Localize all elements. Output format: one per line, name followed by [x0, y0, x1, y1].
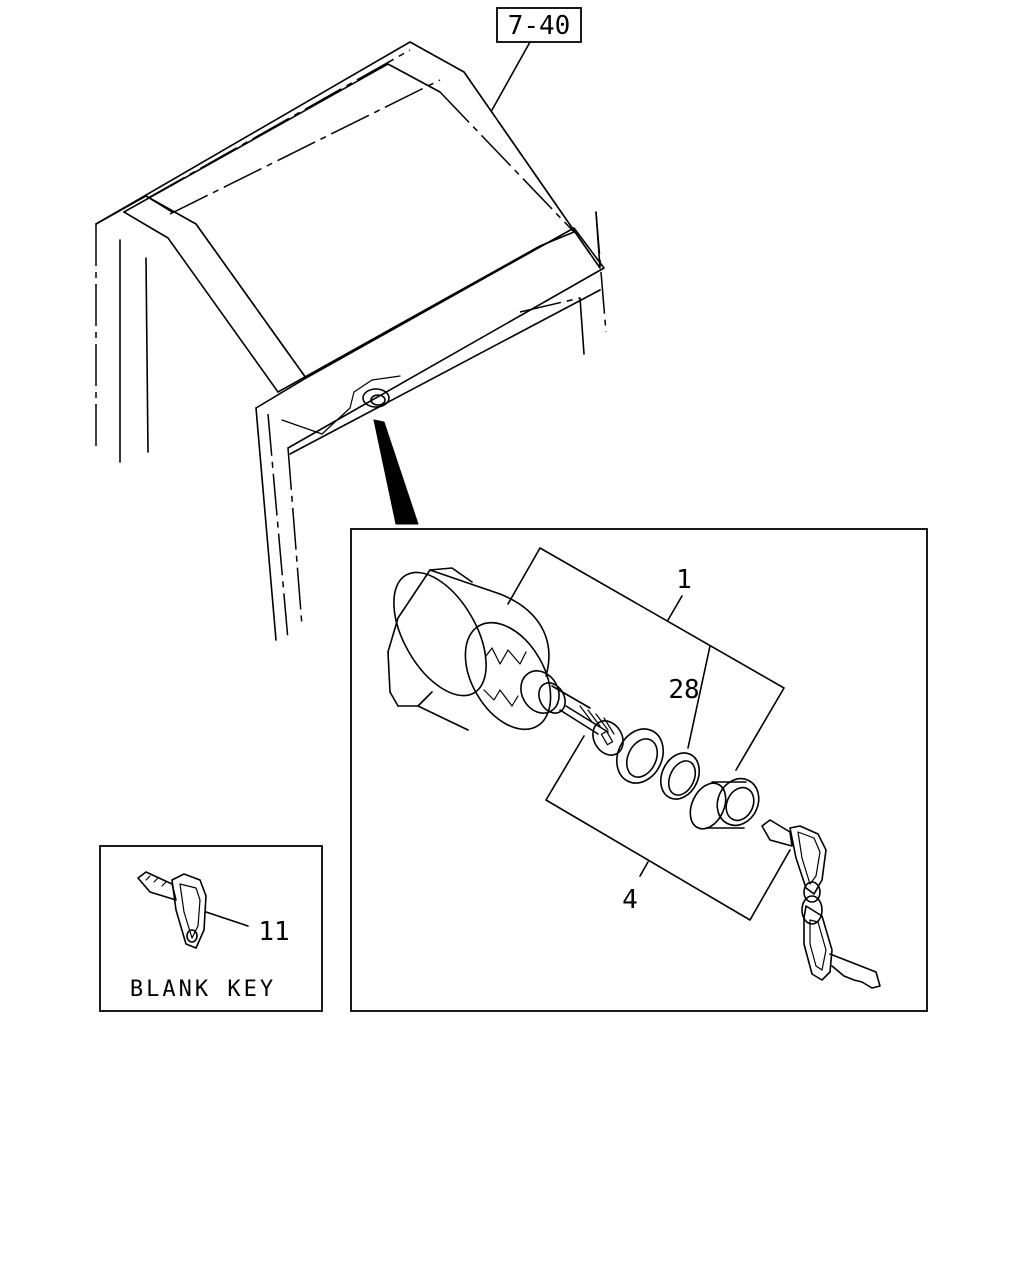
callout-part-1: 1 — [676, 565, 692, 595]
blank-key-inset: 11 BLANK KEY — [99, 845, 323, 1012]
callout-part-4: 4 — [622, 885, 638, 915]
reference-tag-text: 7-40 — [508, 11, 571, 41]
reference-tag: 7-40 — [491, 7, 582, 111]
callout-part-28: 28 — [668, 675, 699, 705]
inset-caption: BLANK KEY — [130, 977, 276, 1002]
callout-part-11: 11 — [258, 917, 289, 947]
cabinet-frame — [95, 41, 607, 641]
detail-box — [350, 528, 928, 1012]
